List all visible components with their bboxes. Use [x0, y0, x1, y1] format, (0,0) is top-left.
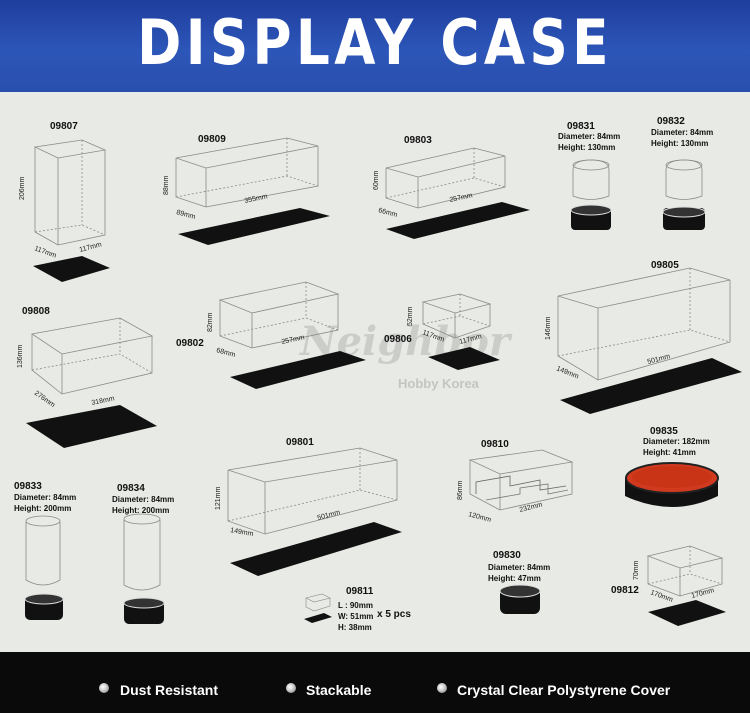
dim-09808-w: 276mm [33, 390, 56, 409]
dim-09812-w: 170mm [649, 589, 673, 604]
bullet-icon [99, 683, 109, 693]
dim-09809-d: 89mm [175, 209, 196, 221]
qty-09811: x 5 pcs [377, 609, 411, 620]
base-09808 [26, 405, 157, 448]
dim-09807-h: 206mm [19, 176, 26, 200]
dim-09802-l: 257mm [281, 334, 305, 346]
case-09812 [646, 545, 724, 597]
dim-09807-d: 117mm [79, 241, 103, 254]
code-09833: 09833 [14, 481, 42, 492]
base-09806 [428, 347, 500, 370]
dim-09812-h: 70mm [633, 560, 640, 580]
dim-09805-h: 146mm [545, 316, 552, 340]
dim-09802-h: 82mm [207, 312, 214, 332]
dim-09801-l: 501mm [317, 509, 342, 522]
feature-polystyrene-cover: Crystal Clear Polystyrene Cover [457, 682, 671, 698]
watermark-sub: Hobby Korea [398, 376, 479, 391]
code-09802: 09802 [176, 338, 204, 349]
case-09808 [30, 317, 154, 395]
spec-09834: Diameter: 84mm Height: 200mm [112, 495, 175, 515]
base-09801 [230, 522, 402, 576]
case-09811 [304, 593, 332, 623]
feature-dust-resistant: Dust Resistant [120, 682, 219, 698]
spec-09832: Diameter: 84mm Height: 130mm [651, 128, 714, 148]
base-09802 [230, 351, 366, 389]
dim-09808-d: 318mm [91, 395, 115, 407]
base-09809 [178, 208, 330, 245]
base-09803 [386, 202, 530, 239]
dim-09803-d: 66mm [377, 207, 398, 219]
code-09812: 09812 [611, 585, 639, 596]
case-09801 [227, 447, 398, 535]
code-09834: 09834 [117, 483, 145, 494]
case-09833 [24, 515, 64, 620]
dim-09802-d: 68mm [215, 347, 236, 359]
dim-09803-h: 60mm [373, 170, 380, 190]
dim-09803-l: 257mm [449, 192, 473, 204]
code-09807: 09807 [50, 121, 78, 132]
dim-09801-h: 121mm [215, 486, 222, 510]
code-09806: 09806 [384, 334, 412, 345]
code-09805: 09805 [651, 260, 679, 271]
dim-09805-d: 149mm [555, 365, 579, 380]
case-09835 [625, 462, 719, 507]
case-09805 [557, 267, 731, 381]
dim-09805-l: 501mm [647, 353, 672, 366]
case-09802 [218, 281, 340, 349]
dim-09808-h: 136mm [17, 344, 24, 368]
dim-09806-w: 117mm [421, 329, 445, 343]
base-09805 [560, 358, 742, 414]
spec-09830: Diameter: 84mm Height: 47mm [488, 563, 551, 583]
base-09812 [648, 600, 726, 626]
case-09810 [468, 449, 574, 511]
header-banner: DISPLAY CASE [0, 0, 750, 92]
dim-09809-l: 355mm [244, 193, 268, 205]
case-09809 [175, 137, 319, 208]
code-09809: 09809 [198, 134, 226, 145]
footer-bar [0, 652, 750, 713]
case-09834 [123, 513, 165, 624]
dim-09801-d: 149mm [230, 527, 254, 538]
case-09806 [421, 293, 492, 339]
spec-09831: Diameter: 84mm Height: 130mm [558, 132, 621, 152]
code-09808: 09808 [22, 306, 50, 317]
code-09803: 09803 [404, 135, 432, 146]
code-09832: 09832 [657, 116, 685, 127]
spec-09833: Diameter: 84mm Height: 200mm [14, 493, 77, 513]
dim-09807-w: 117mm [33, 245, 57, 259]
code-09810: 09810 [481, 439, 509, 450]
code-09835: 09835 [650, 426, 678, 437]
dim-09810-d: 120mm [467, 511, 492, 524]
base-09807 [33, 256, 110, 282]
case-09807 [33, 139, 107, 246]
code-09811: 09811 [346, 586, 374, 597]
case-09830 [499, 584, 541, 614]
dim-09809-h: 88mm [163, 175, 170, 195]
spec-09835: Diameter: 182mm Height: 41mm [643, 437, 710, 457]
bullet-icon [286, 683, 296, 693]
case-09832 [662, 159, 706, 230]
case-09803 [385, 147, 506, 209]
spec-09811: L : 90mm W: 51mm H: 38mm [338, 601, 374, 632]
code-09831: 09831 [567, 121, 595, 132]
dim-09810-h: 86mm [457, 480, 464, 500]
dim-09810-l: 232mm [519, 501, 544, 513]
case-09831 [570, 159, 612, 230]
dim-09806-h: 52mm [407, 306, 414, 326]
feature-stackable: Stackable [306, 682, 372, 698]
code-09801: 09801 [286, 437, 314, 448]
dim-09812-d: 170mm [691, 587, 716, 600]
page-title: DISPLAY CASE [137, 6, 613, 79]
bullet-icon [437, 683, 447, 693]
code-09830: 09830 [493, 550, 521, 561]
